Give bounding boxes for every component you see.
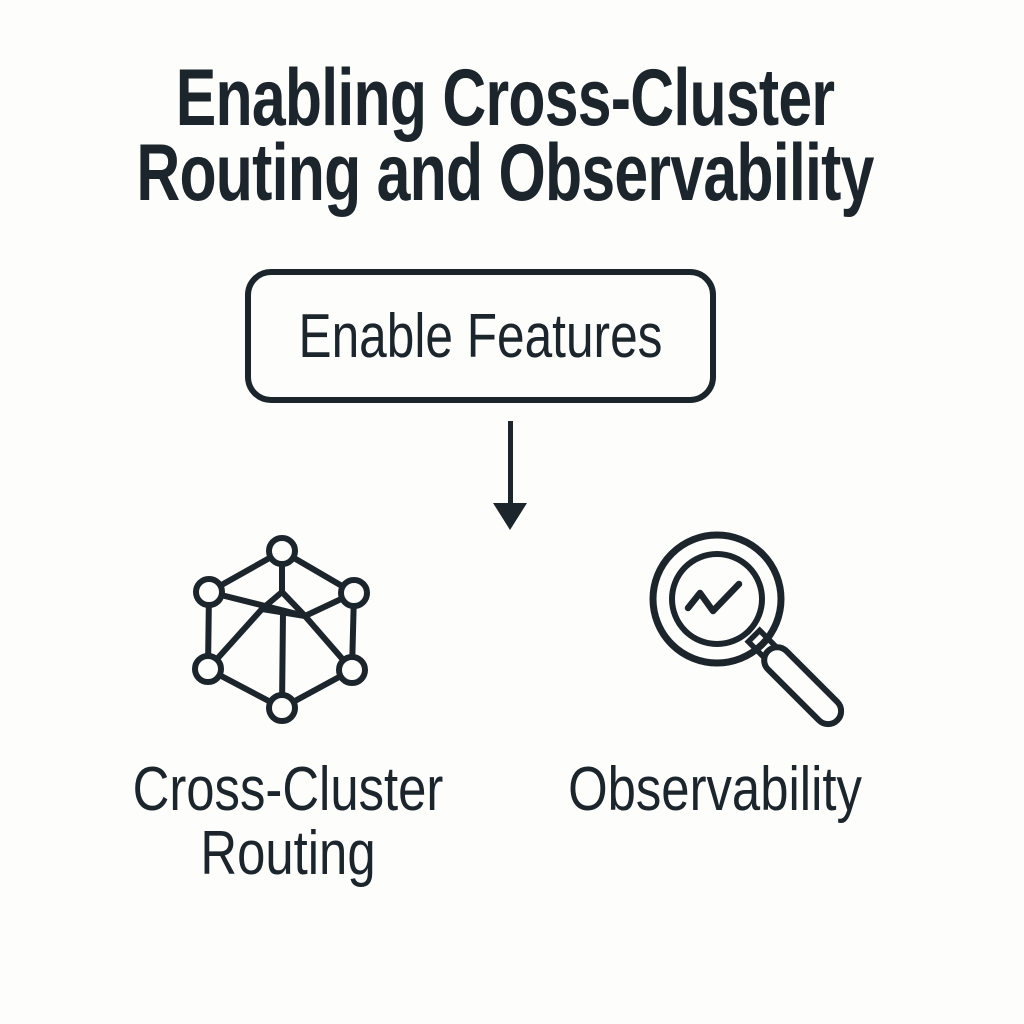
magnifying-glass-chart-icon xyxy=(649,531,845,728)
down-arrow-head xyxy=(493,503,527,530)
feature-label-observability: Observability xyxy=(465,758,965,822)
page-title: Enabling Cross-Cluster Routing and Obser… xyxy=(10,53,1000,218)
enable-features-button-label: Enable Features xyxy=(298,301,663,371)
observability-label: Observability xyxy=(568,755,862,824)
cross-cluster-label-line-2: Routing xyxy=(200,819,376,888)
enable-features-button[interactable]: Enable Features xyxy=(245,269,716,403)
network-cluster-icon xyxy=(192,535,370,724)
trend-line-glyph xyxy=(684,580,743,615)
cross-cluster-label-line-1: Cross-Cluster xyxy=(132,755,444,824)
page-title-line-1: Enabling Cross-Cluster xyxy=(175,53,835,143)
feature-label-cross-cluster-routing: Cross-Cluster Routing xyxy=(38,758,538,886)
down-arrow-shaft xyxy=(508,421,513,505)
page-title-line-2: Routing and Observability xyxy=(136,128,874,218)
